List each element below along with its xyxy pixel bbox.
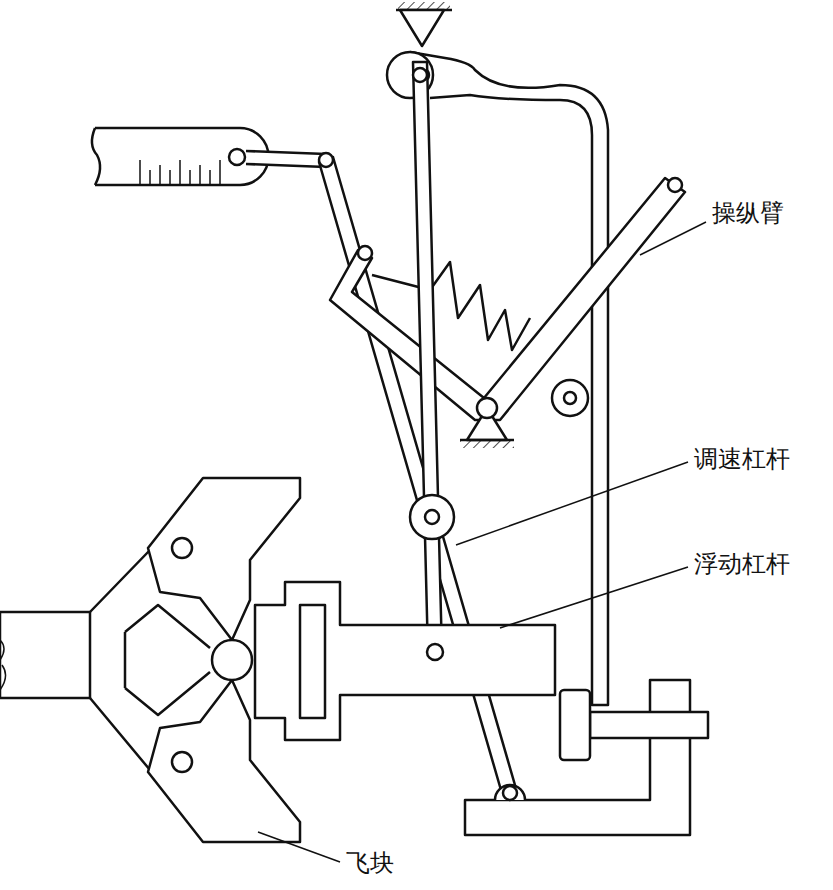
part-label: 操纵臂 xyxy=(710,200,786,226)
part-label: 调速杠杆 xyxy=(692,446,792,472)
part-label: 浮动杠杆 xyxy=(692,551,792,577)
part-label: 飞块 xyxy=(344,850,396,876)
